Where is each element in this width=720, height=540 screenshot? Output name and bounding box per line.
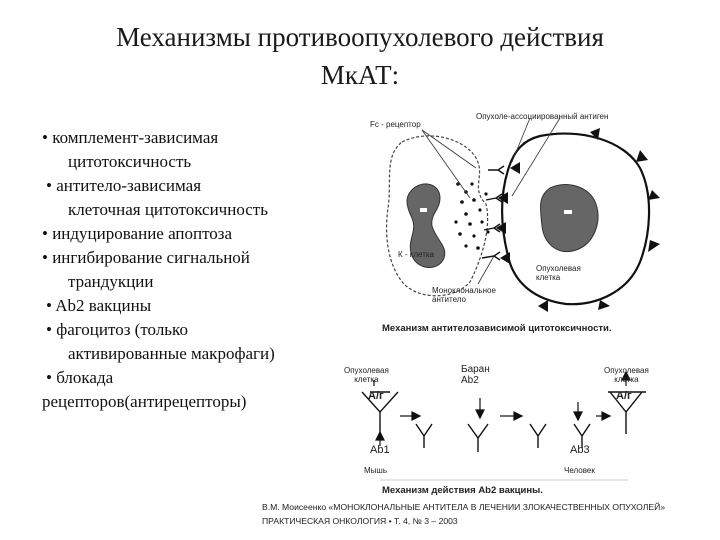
ram-label: Баран Ab2 [461,364,490,386]
citation-line-2: ПРАКТИЧЕСКАЯ ОНКОЛОГИЯ • Т. 4, № 3 – 200… [262,516,458,526]
tumor-nucleus-mark [564,210,572,214]
list-line: • Ab2 вакцины [46,296,152,315]
tumor-right-line-2: клетка [614,375,639,384]
mechanism-list: • комплемент-зависимая цитотоксичность •… [42,126,352,414]
antigen-right: А/г [616,390,632,402]
ram-line-1: Баран [461,364,490,375]
fc-receptor-label: Fc - рецептор [370,120,421,129]
citation-line-1: В.М. Моисеенко «МОНОКЛОНАЛЬНЫЕ АНТИТЕЛА … [262,502,666,512]
title-line-2: МкАТ: [320,60,400,90]
list-line: активированные макрофаги) [68,344,275,363]
ram-line-2: Ab2 [461,375,479,386]
ab2-arrows [373,370,631,446]
title-line-1: Механизмы противоопухолевого действия [116,22,604,52]
antibodies [481,165,505,261]
antigen-markers [496,128,660,312]
mab-label-line-1: Моноклональное [432,286,496,295]
k-nucleus-mark [420,208,427,212]
tumor-nucleus [539,184,599,252]
mab-label-line-2: антитело [432,295,466,304]
tumor-cell-label: Опухолевая клетка [536,264,581,282]
antigen-left: А/г [368,390,384,402]
list-line: • комплемент-зависимая [42,128,219,147]
label-pointers [421,117,561,285]
list-line: цитотоксичность [68,152,192,171]
tumor-label-line-2: клетка [536,273,561,282]
tumor-left-line-2: клетка [354,375,379,384]
k-cell-outline [385,135,489,297]
tumor-label-line-1: Опухолевая [536,264,581,273]
list-line: • индуцирование апоптоза [42,224,233,243]
slide-title: Механизмы противоопухолевого действия Мк… [0,18,720,94]
human-label: Человек [564,466,595,475]
k-cell-nucleus [406,183,446,268]
tumor-left-label: Опухолевая клетка [344,366,389,384]
adcc-caption: Механизм антителозависимой цитотоксичнос… [382,323,612,334]
ab1-label: Ab1 [370,444,390,456]
ab3-label: Ab3 [570,444,590,456]
k-cell-label: К - клетка [398,250,434,259]
list-line: рецепторов(антирецепторы) [42,392,247,411]
list-line: • ингибирование сигнальной [42,248,250,267]
tumor-right-label: Опухолевая клетка [604,366,649,384]
antigen-label: Опухоле-ассоциированный антиген [476,112,609,121]
mouse-label: Мышь [364,466,387,475]
tumor-right-line-1: Опухолевая [604,366,649,375]
tumor-left-line-1: Опухолевая [344,366,389,375]
list-line: • антитело-зависимая [46,176,202,195]
list-line: клеточная цитотоксичность [68,200,268,219]
ab2-diagram [361,391,646,452]
mab-label: Моноклональное антитело [432,286,496,304]
list-line: • фагоцитоз (только [46,320,188,339]
list-line: трандукции [68,272,154,291]
list-line: • блокада [46,368,114,387]
ab2-caption: Механизм действия Ab2 вакцины. [382,485,543,496]
citation: В.М. Моисеенко «МОНОКЛОНАЛЬНЫЕ АНТИТЕЛА … [262,500,714,528]
